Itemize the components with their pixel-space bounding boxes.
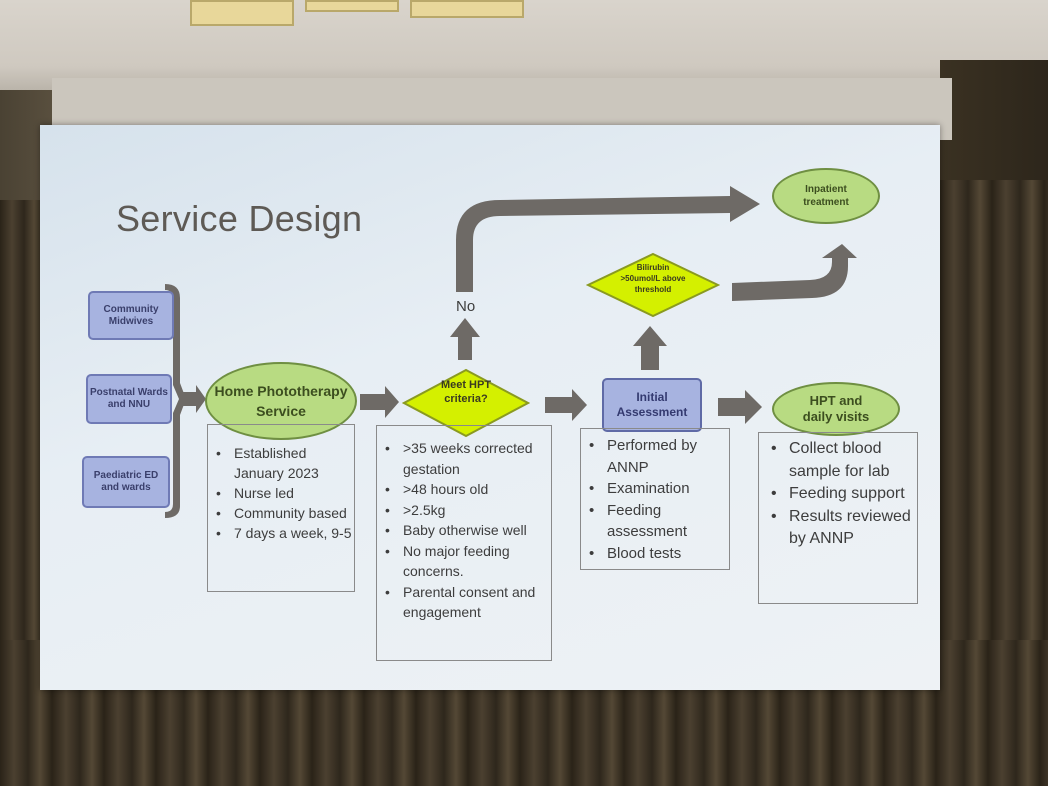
arrow-to-criteria <box>360 386 399 418</box>
initial-assessment-details: Performed by ANNP Examination Feeding as… <box>580 428 730 570</box>
source-paediatric-ed: Paediatric ED and wards <box>82 456 170 508</box>
initial-assessment-bullet: Performed by ANNP <box>589 435 729 478</box>
initial-assessment-bullet: Examination <box>589 478 729 500</box>
criteria-details: >35 weeks corrected gestation >48 hours … <box>376 425 552 661</box>
hpt-visits-label: HPT and daily visits <box>802 393 870 424</box>
inpatient-label: Inpatient treatment <box>803 184 849 208</box>
arrow-bilirubin-to-inpatient <box>732 244 857 301</box>
hpt-visits-bullet: Results reviewed by ANNP <box>771 506 917 551</box>
criteria-bullet: >2.5kg <box>385 500 551 521</box>
home-service-details: Established January 2023 Nurse led Commu… <box>207 424 355 592</box>
hpt-visits-details: Collect blood sample for lab Feeding sup… <box>758 432 918 604</box>
bilirubin-diamond <box>586 252 720 318</box>
criteria-label: Meet HPT criteria? <box>440 379 492 405</box>
arrow-up-from-criteria <box>450 318 480 360</box>
criteria-diamond <box>402 368 530 438</box>
arrow-to-initial-assessment <box>545 389 587 421</box>
initial-assessment-bullet: Blood tests <box>589 543 729 565</box>
bilirubin-label: Bilirubin >50umol/L above threshold <box>620 263 686 294</box>
hpt-daily-visits-node: HPT and daily visits <box>772 382 900 436</box>
ceiling-light <box>305 0 399 12</box>
initial-assessment-node: Initial Assessment <box>602 378 702 432</box>
criteria-bullet: No major feeding concerns. <box>385 541 551 582</box>
criteria-bullet: Parental consent and engagement <box>385 582 551 623</box>
source-postnatal-wards: Postnatal Wards and NNU <box>86 374 172 424</box>
slide-title: Service Design <box>116 198 363 239</box>
arrow-to-hpt-visits <box>718 390 762 424</box>
home-service-bullet: Community based <box>216 503 354 523</box>
criteria-bullet: >35 weeks corrected gestation <box>385 438 551 479</box>
arrow-up-to-bilirubin <box>633 326 667 370</box>
initial-assessment-bullet: Feeding assessment <box>589 500 729 543</box>
no-label: No <box>456 298 476 315</box>
criteria-bullet: >48 hours old <box>385 479 551 500</box>
source-bracket <box>165 284 186 518</box>
home-service-bullet: 7 days a week, 9-5 <box>216 523 354 543</box>
inpatient-treatment-node: Inpatient treatment <box>772 168 880 224</box>
source-community-midwives: Community Midwives <box>88 291 174 340</box>
arrow-to-inpatient <box>456 186 760 292</box>
right-curtain <box>940 180 1048 650</box>
home-phototherapy-service-node: Home Phototherapy Service <box>205 362 357 440</box>
ceiling-light <box>190 0 294 26</box>
ceiling-light <box>410 0 524 18</box>
criteria-bullet: Baby otherwise well <box>385 520 551 541</box>
home-service-bullet: Established January 2023 <box>216 443 354 483</box>
hpt-visits-bullet: Feeding support <box>771 483 917 506</box>
home-service-bullet: Nurse led <box>216 483 354 503</box>
arrow-to-home-service <box>182 385 206 413</box>
hpt-visits-bullet: Collect blood sample for lab <box>771 438 917 483</box>
